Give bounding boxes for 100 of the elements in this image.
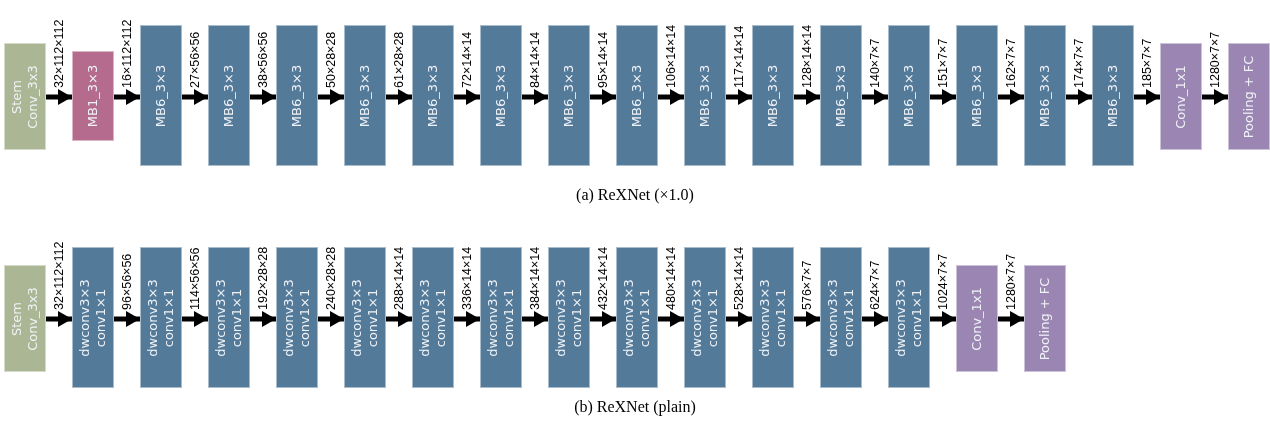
block-label: Pooling + FC xyxy=(1037,277,1053,360)
edge-label: 384×14×14 xyxy=(528,246,542,310)
conv-block xyxy=(616,25,658,166)
block-label: conv1×1 xyxy=(637,288,653,347)
conv-block xyxy=(888,247,930,388)
block-label: Conv_1x1 xyxy=(969,286,985,351)
edge-label: 1280×7×7 xyxy=(1208,31,1222,88)
block-label: conv1×1 xyxy=(841,288,857,347)
arrow xyxy=(250,311,276,327)
block-label: dwconv3×3 xyxy=(757,278,773,357)
edge-label: 50×28×28 xyxy=(324,31,338,88)
block-label: MB6_3×3 xyxy=(425,64,441,127)
edge-label: 114×56×56 xyxy=(188,247,202,310)
edge-label: 1280×7×7 xyxy=(1004,253,1018,310)
block-label: dwconv3×3 xyxy=(689,278,705,357)
edge-label: 624×7×7 xyxy=(868,260,882,310)
stem-block xyxy=(4,43,46,150)
block-label: dwconv3×3 xyxy=(77,278,93,357)
edge-label: 432×14×14 xyxy=(596,246,610,310)
head-block xyxy=(1024,265,1066,372)
arrow xyxy=(46,89,72,105)
block-label: dwconv3×3 xyxy=(281,278,297,357)
arrow xyxy=(386,89,412,105)
conv-block xyxy=(480,25,522,166)
arrow xyxy=(114,311,140,327)
arrow xyxy=(794,311,820,327)
block-label: conv1×1 xyxy=(705,288,721,347)
conv-block xyxy=(684,247,726,388)
block-label: MB6_3×3 xyxy=(833,64,849,127)
caption: (b) ReXNet (plain) xyxy=(574,398,696,416)
conv-block xyxy=(208,247,250,388)
conv-block xyxy=(752,25,794,166)
arrow xyxy=(930,89,956,105)
conv-block xyxy=(480,247,522,388)
edge-label: 174×7×7 xyxy=(1072,38,1086,88)
stem-block xyxy=(4,265,46,372)
edge-label: 151×7×7 xyxy=(936,38,950,88)
edge-label: 576×7×7 xyxy=(800,260,814,310)
block-label: dwconv3×3 xyxy=(825,278,841,357)
arrow xyxy=(1066,89,1092,105)
arrow xyxy=(1134,89,1160,105)
block-label: Conv_3x3 xyxy=(25,286,41,351)
conv-block xyxy=(140,247,182,388)
block-label: conv1×1 xyxy=(909,288,925,347)
conv-block xyxy=(140,25,182,166)
conv-block xyxy=(956,25,998,166)
block-label: Pooling + FC xyxy=(1241,55,1257,138)
edge-label: 1024×7×7 xyxy=(936,253,950,310)
arrow xyxy=(590,311,616,327)
block-label: conv1×1 xyxy=(161,288,177,347)
arrow xyxy=(862,311,888,327)
edge-label: 27×56×56 xyxy=(188,31,202,88)
conv-block xyxy=(344,25,386,166)
arrow xyxy=(658,311,684,327)
conv-block xyxy=(820,247,862,388)
conv-block xyxy=(208,25,250,166)
block-label: dwconv3×3 xyxy=(349,278,365,357)
block-label: MB6_3×3 xyxy=(289,64,305,127)
arrow xyxy=(590,89,616,105)
mb1-block xyxy=(72,51,114,141)
conv-block xyxy=(616,247,658,388)
edge-label: 480×14×14 xyxy=(664,246,678,310)
conv-block xyxy=(820,25,862,166)
edge-label: 38×56×56 xyxy=(256,31,270,88)
block-label: MB6_3×3 xyxy=(765,64,781,127)
head-block xyxy=(1160,43,1202,150)
block-label: MB1_3×3 xyxy=(85,64,101,128)
edge-label: 32×112×112 xyxy=(52,19,66,88)
block-label: conv1×1 xyxy=(93,288,109,347)
arrow xyxy=(182,311,208,327)
block-label: MB6_3×3 xyxy=(493,64,509,127)
arrow xyxy=(794,89,820,105)
conv-block xyxy=(548,25,590,166)
edge-label: 140×7×7 xyxy=(868,38,882,88)
conv-block xyxy=(412,25,454,166)
edge-label: 162×7×7 xyxy=(1004,38,1018,88)
block-label: dwconv3×3 xyxy=(145,278,161,357)
block-label: dwconv3×3 xyxy=(485,278,501,357)
block-label: Stem xyxy=(9,79,25,114)
edge-label: 16×112×112 xyxy=(120,19,134,88)
block-label: MB6_3×3 xyxy=(221,64,237,127)
edge-label: 240×28×28 xyxy=(324,246,338,310)
block-label: conv1×1 xyxy=(501,288,517,347)
block-label: conv1×1 xyxy=(229,288,245,347)
block-label: MB6_3×3 xyxy=(901,64,917,127)
block-label: conv1×1 xyxy=(297,288,313,347)
block-label: conv1×1 xyxy=(365,288,381,347)
conv-block xyxy=(276,247,318,388)
edge-label: 61×28×28 xyxy=(392,31,406,88)
conv-block xyxy=(684,25,726,166)
edge-label: 288×14×14 xyxy=(392,246,406,310)
head-block xyxy=(1228,43,1270,150)
arrow xyxy=(522,89,548,105)
block-label: Conv_1x1 xyxy=(1173,64,1189,129)
arrow xyxy=(454,311,480,327)
arrow xyxy=(862,89,888,105)
conv-block xyxy=(1024,25,1066,166)
edge-label: 84×14×14 xyxy=(528,31,542,88)
arrow xyxy=(46,311,72,327)
arrow xyxy=(522,311,548,327)
